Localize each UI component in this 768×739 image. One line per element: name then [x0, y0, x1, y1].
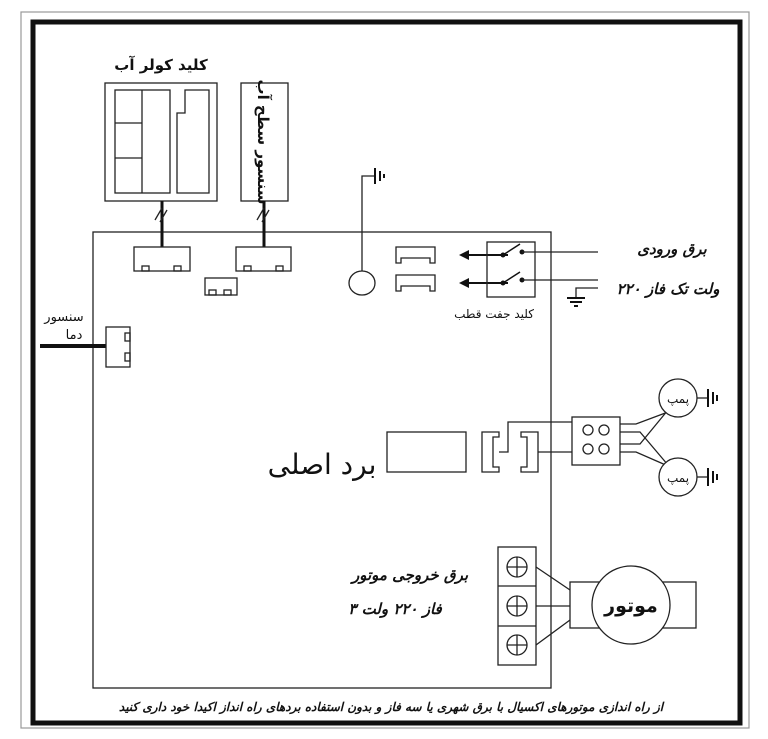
- pump-2: پمپ: [658, 457, 718, 497]
- power-input-sockets: [395, 246, 436, 292]
- pump-2-label: پمپ: [667, 471, 689, 485]
- single-phase-label: ۲۲۰ ولت تک فاز: [617, 280, 721, 298]
- water-level-sensor: سنسور سطح آب: [240, 79, 289, 205]
- cooler-key-wire: [154, 201, 168, 247]
- footer-warning: از راه اندازی موتورهای اکسیال با برق شهر…: [119, 700, 665, 715]
- motor-terminal-block: [497, 546, 571, 666]
- cooler-key-label: کلید کولر آب: [114, 56, 208, 74]
- motor-output-label-1: برق خروجی موتور: [350, 566, 469, 584]
- input-power-label: برق ورودی: [637, 240, 707, 258]
- motor: موتور: [569, 565, 697, 645]
- pump-1-label: پمپ: [667, 392, 689, 406]
- temp-sensor-label-1: سنسور: [43, 310, 83, 325]
- pump-1: پمپ: [658, 378, 718, 418]
- inner-frame: [30, 19, 743, 726]
- small-connector: [204, 277, 238, 296]
- motor-output-label-2: ۳ فاز ۲۲۰ ولت: [348, 600, 442, 618]
- main-board-chip: [386, 431, 467, 473]
- pump-connectors: [481, 421, 572, 473]
- main-board-outline: [92, 231, 552, 689]
- pump-terminal-block: [571, 409, 669, 467]
- double-pole-switch: [486, 241, 598, 298]
- level-sensor-connector: [235, 246, 292, 272]
- ground-icon: [567, 287, 598, 307]
- outer-frame: [20, 11, 750, 729]
- temp-sensor-label-2: دما: [66, 328, 83, 343]
- water-level-sensor-label: سنسور سطح آب: [254, 79, 272, 204]
- cooler-key-connector: [133, 246, 191, 272]
- motor-label: موتور: [603, 595, 658, 617]
- board-ground: [348, 168, 385, 296]
- temp-sensor-connector: [40, 326, 131, 368]
- level-sensor-wire: [256, 201, 270, 247]
- main-board-label: برد اصلی: [268, 448, 377, 481]
- double-pole-switch-label: کلید جفت قطب: [454, 307, 534, 321]
- cooler-key-switch: [104, 82, 218, 202]
